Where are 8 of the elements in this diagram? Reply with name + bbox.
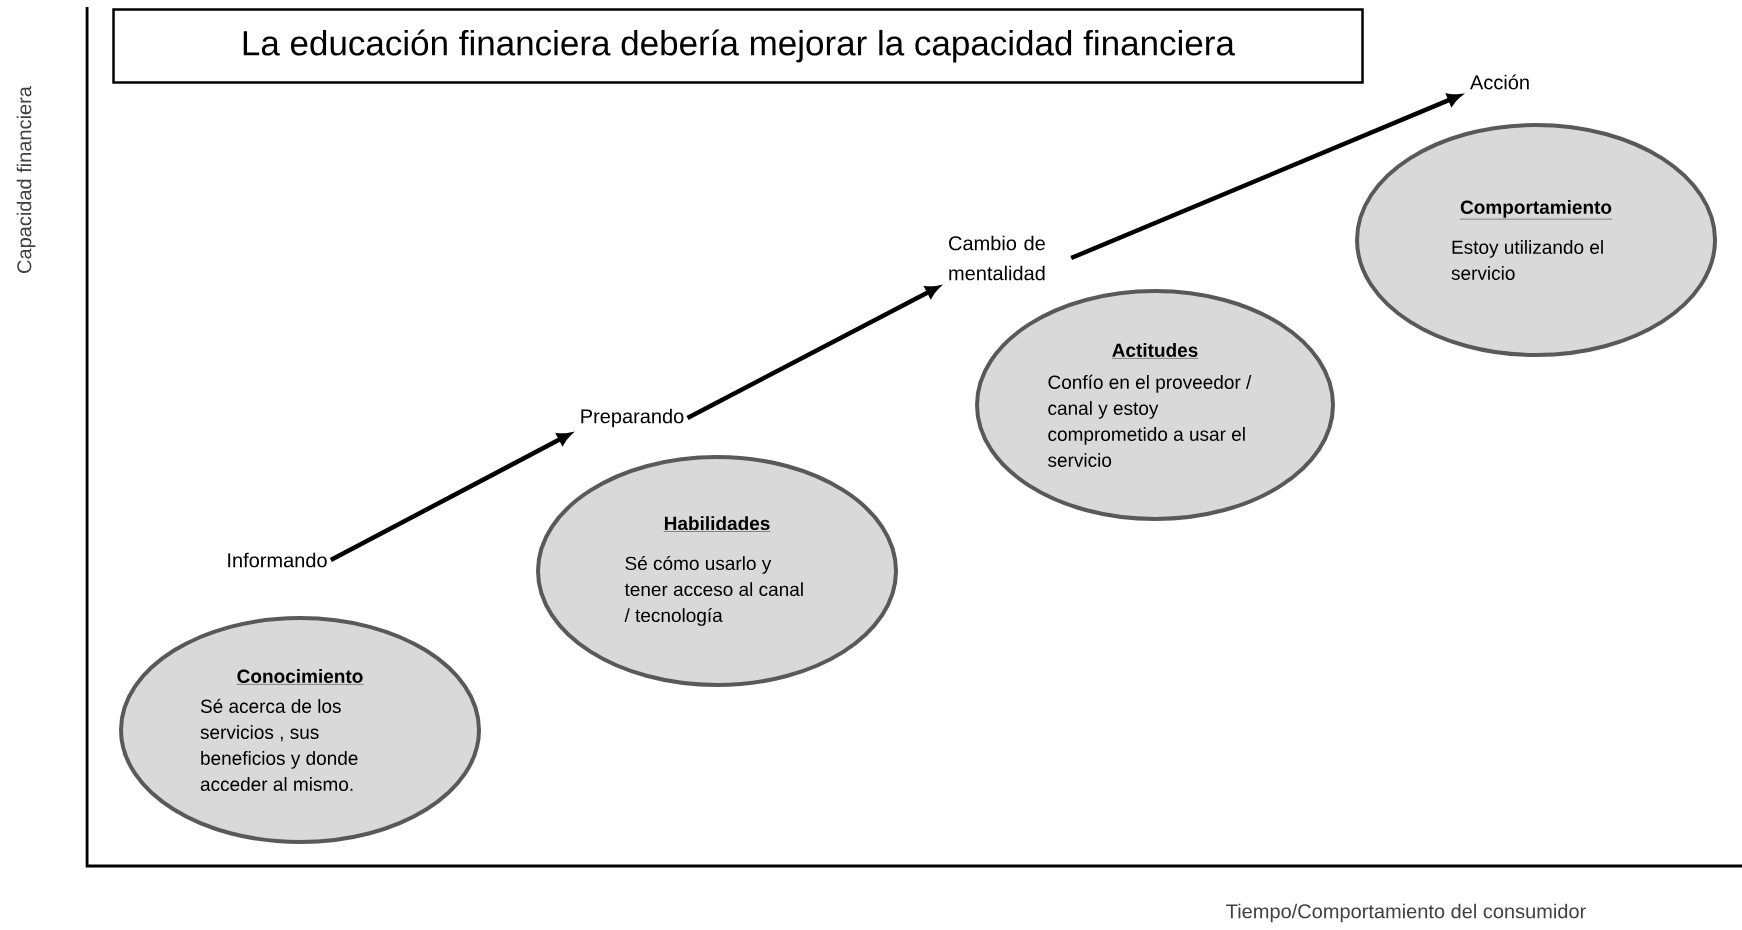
stage-label: Cambio de mentalidad: [949, 235, 1045, 281]
stage-label: Informando: [228, 552, 327, 568]
title-box: La educación financiera debería mejorar la capacidad financiera: [112, 8, 1364, 84]
axis-label: Tiempo/Comportamiento del consumidor: [1226, 903, 1586, 923]
stage-label: Preparando: [581, 408, 684, 428]
arrow: [686, 285, 940, 420]
axis-label: Capacidad financiera: [16, 86, 36, 273]
stage-label: Acción: [1470, 74, 1529, 90]
